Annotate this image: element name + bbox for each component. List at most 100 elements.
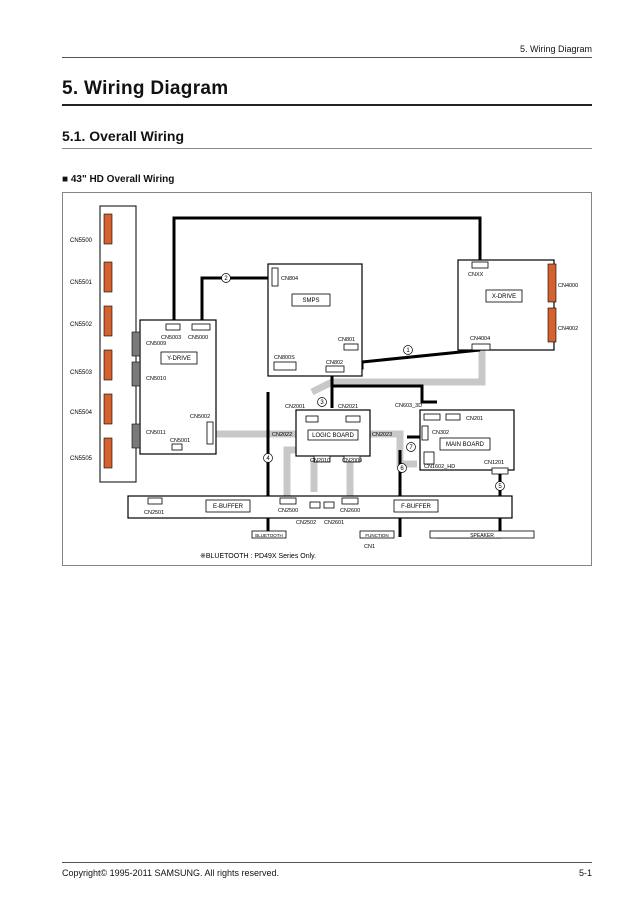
cn4000-connector bbox=[547, 263, 557, 303]
label-cn603-3d: CN603_3D bbox=[395, 403, 422, 409]
marker-3: 3 bbox=[320, 400, 324, 406]
cn800s-connector bbox=[273, 361, 297, 371]
cn5001-connector bbox=[171, 443, 183, 451]
panel-sides bbox=[99, 205, 137, 483]
cn5010-connector bbox=[131, 361, 141, 387]
label-cn2009: CN2009 bbox=[342, 458, 362, 464]
copyright: Copyright© 1995-2011 SAMSUNG. All rights… bbox=[62, 868, 280, 878]
label-cn1201: CN1201 bbox=[484, 460, 504, 466]
xdrive-label: X-DRIVE bbox=[492, 294, 516, 300]
ebuffer-label-box bbox=[205, 499, 251, 513]
cn2502-connector bbox=[309, 501, 321, 509]
marker-6: 6 bbox=[400, 466, 404, 472]
bluetooth-module bbox=[251, 530, 287, 539]
cn5002-connector bbox=[206, 421, 214, 445]
label-cn5009: CN5009 bbox=[146, 341, 166, 347]
label-cn2601: CN2601 bbox=[324, 520, 344, 526]
label-cn5002: CN5002 bbox=[190, 414, 210, 420]
speaker-module bbox=[429, 530, 535, 539]
label-cn4004: CN4004 bbox=[470, 336, 490, 342]
label-cn5505: CN5505 bbox=[70, 456, 93, 462]
label-cn5010: CN5010 bbox=[146, 376, 166, 382]
cn4004-connector bbox=[471, 343, 491, 351]
function-label: FUNCTION bbox=[365, 533, 388, 538]
label-cn5500: CN5500 bbox=[70, 238, 93, 244]
label-cn2500: CN2500 bbox=[278, 508, 298, 514]
diagram-heading: ■ 43" HD Overall Wiring bbox=[62, 174, 175, 185]
label-cn2502: CN2502 bbox=[296, 520, 316, 526]
label-cn5503: CN5503 bbox=[70, 370, 93, 376]
cn2500-connector bbox=[279, 497, 297, 505]
cn2010-connector bbox=[313, 455, 331, 463]
logic-label: LOGIC BOARD bbox=[312, 433, 354, 439]
label-cn5000: CN5000 bbox=[188, 335, 208, 341]
diagram-frame bbox=[62, 192, 592, 566]
cn4002-connector bbox=[547, 307, 557, 343]
cn2600-connector bbox=[341, 497, 359, 505]
label-cn2022: CN2022 bbox=[272, 432, 292, 438]
cn5000-connector bbox=[191, 323, 211, 331]
label-cn800s: CN800S bbox=[274, 355, 295, 361]
cn5009-connector bbox=[131, 331, 141, 357]
label-cn2501: CN2501 bbox=[144, 510, 164, 516]
cn2009-connector bbox=[343, 455, 361, 463]
main-label-box bbox=[439, 437, 491, 451]
cn804-connector bbox=[271, 267, 279, 287]
smps-label: SMPS bbox=[302, 298, 319, 304]
page-number: 5-1 bbox=[578, 868, 592, 878]
marker-7: 7 bbox=[409, 445, 413, 451]
fbuffer-label-box bbox=[393, 499, 439, 513]
label-cn2021: CN2021 bbox=[338, 404, 358, 410]
label-cn5504: CN5504 bbox=[70, 410, 93, 416]
cn5003-connector bbox=[165, 323, 181, 331]
label-cn5502: CN5502 bbox=[70, 322, 93, 328]
bluetooth-note: ※BLUETOOTH : PD49X Series Only. bbox=[200, 553, 316, 560]
marker-5: 5 bbox=[498, 484, 502, 490]
label-cn5003: CN5003 bbox=[161, 335, 181, 341]
markers: 1 2 3 4 5 6 7 bbox=[221, 273, 505, 491]
ydrive-label-box bbox=[160, 351, 198, 365]
label-cn4002: CN4002 bbox=[558, 326, 578, 332]
ydrive-label: Y-DRIVE bbox=[167, 356, 191, 362]
bluetooth-label: BLUETOOTH bbox=[255, 533, 282, 538]
label-cn2001: CN2001 bbox=[285, 404, 305, 410]
cn801-connector bbox=[343, 343, 359, 351]
label-cnxx: CNXX bbox=[468, 272, 484, 278]
label-cn5001: CN5001 bbox=[170, 438, 190, 444]
page-title: 5. Wiring Diagram bbox=[62, 78, 229, 99]
function-module bbox=[359, 530, 395, 539]
xdrive-label-box bbox=[485, 289, 523, 303]
cn1201-connector bbox=[491, 467, 509, 475]
label-cn201: CN201 bbox=[466, 416, 483, 422]
cn5011-connector bbox=[131, 423, 141, 449]
label-cn5011: CN5011 bbox=[146, 430, 166, 436]
cn2021-connector bbox=[345, 415, 361, 423]
section-rule bbox=[62, 148, 592, 149]
label-cn804: CN804 bbox=[281, 276, 298, 282]
smps-board bbox=[267, 263, 363, 377]
label-cn802: CN802 bbox=[326, 360, 343, 366]
cn2001-connector bbox=[305, 415, 319, 423]
section-title: 5.1. Overall Wiring bbox=[62, 128, 185, 144]
title-rule bbox=[62, 104, 592, 106]
header-rule bbox=[62, 57, 592, 58]
logic-label-box bbox=[307, 429, 359, 441]
label-cn4000: CN4000 bbox=[558, 283, 578, 289]
label-cn1: CN1 bbox=[364, 544, 375, 550]
ebuffer-label: E-BUFFER bbox=[213, 504, 244, 510]
cnxx-connector bbox=[471, 261, 489, 269]
cn2501-connector bbox=[147, 497, 163, 505]
label-cn801: CN801 bbox=[338, 337, 355, 343]
label-cn2010: CN2010 bbox=[310, 458, 330, 464]
marker-1: 1 bbox=[406, 348, 410, 354]
cn302-connector bbox=[421, 425, 429, 441]
main-label: MAIN BOARD bbox=[446, 442, 485, 448]
cn1602-hd-connector bbox=[423, 451, 435, 465]
label-cn5501: CN5501 bbox=[70, 280, 93, 286]
cn802-connector bbox=[325, 365, 345, 373]
label-cn2600: CN2600 bbox=[340, 508, 360, 514]
cn603-3d-connector bbox=[423, 413, 441, 421]
label-cn302: CN302 bbox=[432, 430, 449, 436]
fbuffer-label: F-BUFFER bbox=[401, 504, 431, 510]
cn2601-connector bbox=[323, 501, 335, 509]
